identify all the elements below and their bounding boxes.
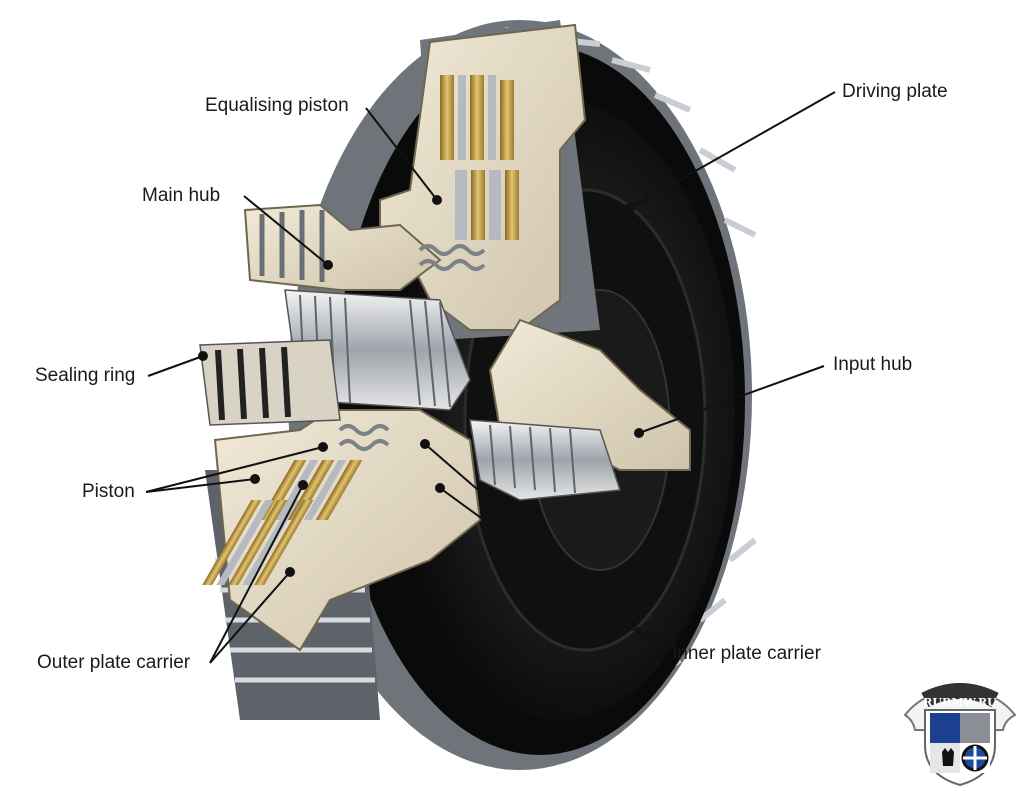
leader-dots — [198, 195, 644, 577]
leader-main-hub — [243, 195, 329, 266]
leader-driving-plate — [629, 91, 836, 209]
leader-outer-plate-carrier-a — [209, 571, 291, 664]
label-equalising-piston: Equalising piston — [205, 95, 349, 116]
leader-inner-plate-carrier-b — [439, 487, 666, 653]
label-input-hub: Input hub — [833, 354, 913, 375]
leader-equalising-piston — [365, 107, 438, 201]
label-sealing-ring: Sealing ring — [35, 365, 136, 386]
leader-piston-b — [145, 446, 324, 493]
leader-inner-plate-carrier-a — [424, 443, 666, 653]
label-main-hub: Main hub — [142, 185, 221, 206]
label-driving-plate: Driving plate — [842, 81, 948, 102]
label-inner-plate-carrier: Inner plate carrier — [672, 643, 821, 664]
label-piston: Piston — [82, 481, 135, 502]
leader-input-hub — [638, 365, 825, 434]
watermark-text: RUBMW.RU — [923, 696, 997, 709]
lower-plate-pack — [202, 460, 363, 585]
main-hub-shaft — [243, 203, 442, 291]
upper-plate-pack — [440, 75, 519, 240]
watermark-logo: RUBMW.RU — [903, 683, 1017, 787]
return-springs — [338, 244, 486, 451]
sealing-ring-end — [199, 339, 341, 426]
leader-outer-plate-carrier-b — [209, 484, 304, 664]
leader-lines — [145, 91, 836, 664]
leader-piston-a — [145, 478, 256, 493]
label-outer-plate-carrier: Outer plate carrier — [37, 652, 191, 673]
leader-sealing-ring — [147, 355, 204, 377]
